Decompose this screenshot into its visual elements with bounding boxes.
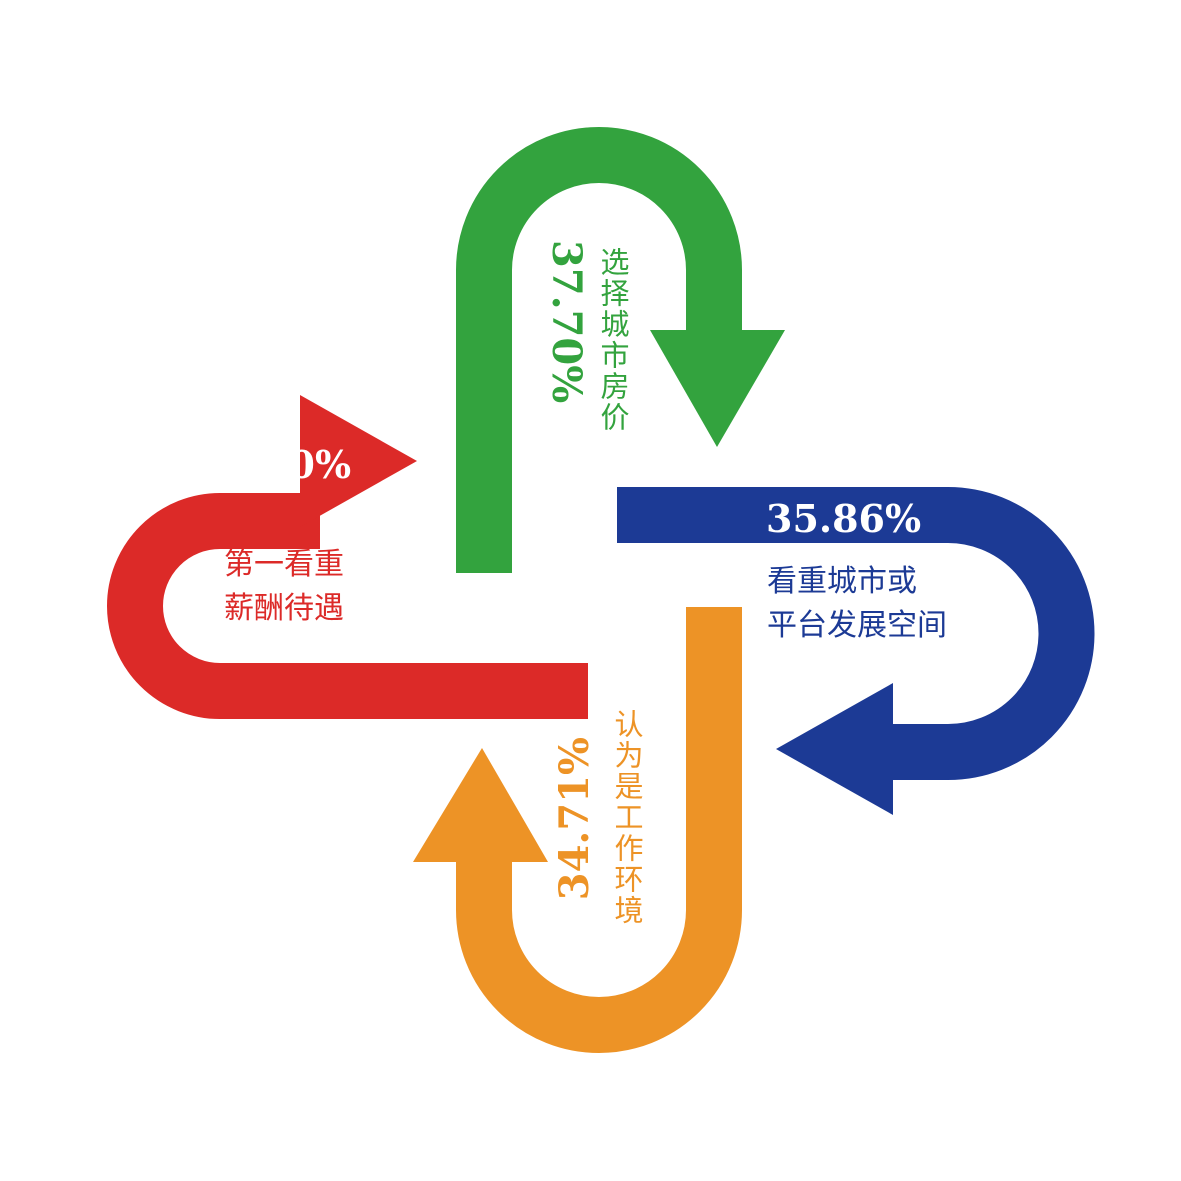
blue-label-line1: 看重城市或 xyxy=(767,564,917,599)
red-arrow xyxy=(107,395,588,719)
orange-percent: 34.71% xyxy=(551,737,598,901)
red-label-line2: 薪酬待遇 xyxy=(224,590,344,626)
blue-arrow-head xyxy=(776,683,893,815)
green-arrow xyxy=(456,127,785,573)
orange-arrow-shaft xyxy=(456,607,742,1053)
blue-percent: 35.86% xyxy=(766,496,922,541)
green-arrow-head xyxy=(650,330,785,447)
red-arrow-head xyxy=(300,395,417,527)
red-label: 第一看重 薪酬待遇 xyxy=(224,543,344,630)
blue-arrow xyxy=(617,487,1095,815)
green-arrow-shaft xyxy=(456,127,742,573)
red-label-line1: 第一看重 xyxy=(224,547,344,582)
orange-arrow-head xyxy=(413,748,548,862)
red-arrow-shaft xyxy=(107,493,588,719)
red-percent: 46.90% xyxy=(196,442,352,487)
orange-arrow xyxy=(413,607,742,1053)
green-percent: 37.70% xyxy=(543,240,590,404)
blue-label-line2: 平台发展空间 xyxy=(767,607,947,643)
blue-arrow-shaft xyxy=(617,487,1095,780)
green-label: 选择城市房价 xyxy=(596,247,630,433)
blue-label: 看重城市或 平台发展空间 xyxy=(767,560,947,647)
orange-label: 认为是工作环境 xyxy=(610,709,644,926)
